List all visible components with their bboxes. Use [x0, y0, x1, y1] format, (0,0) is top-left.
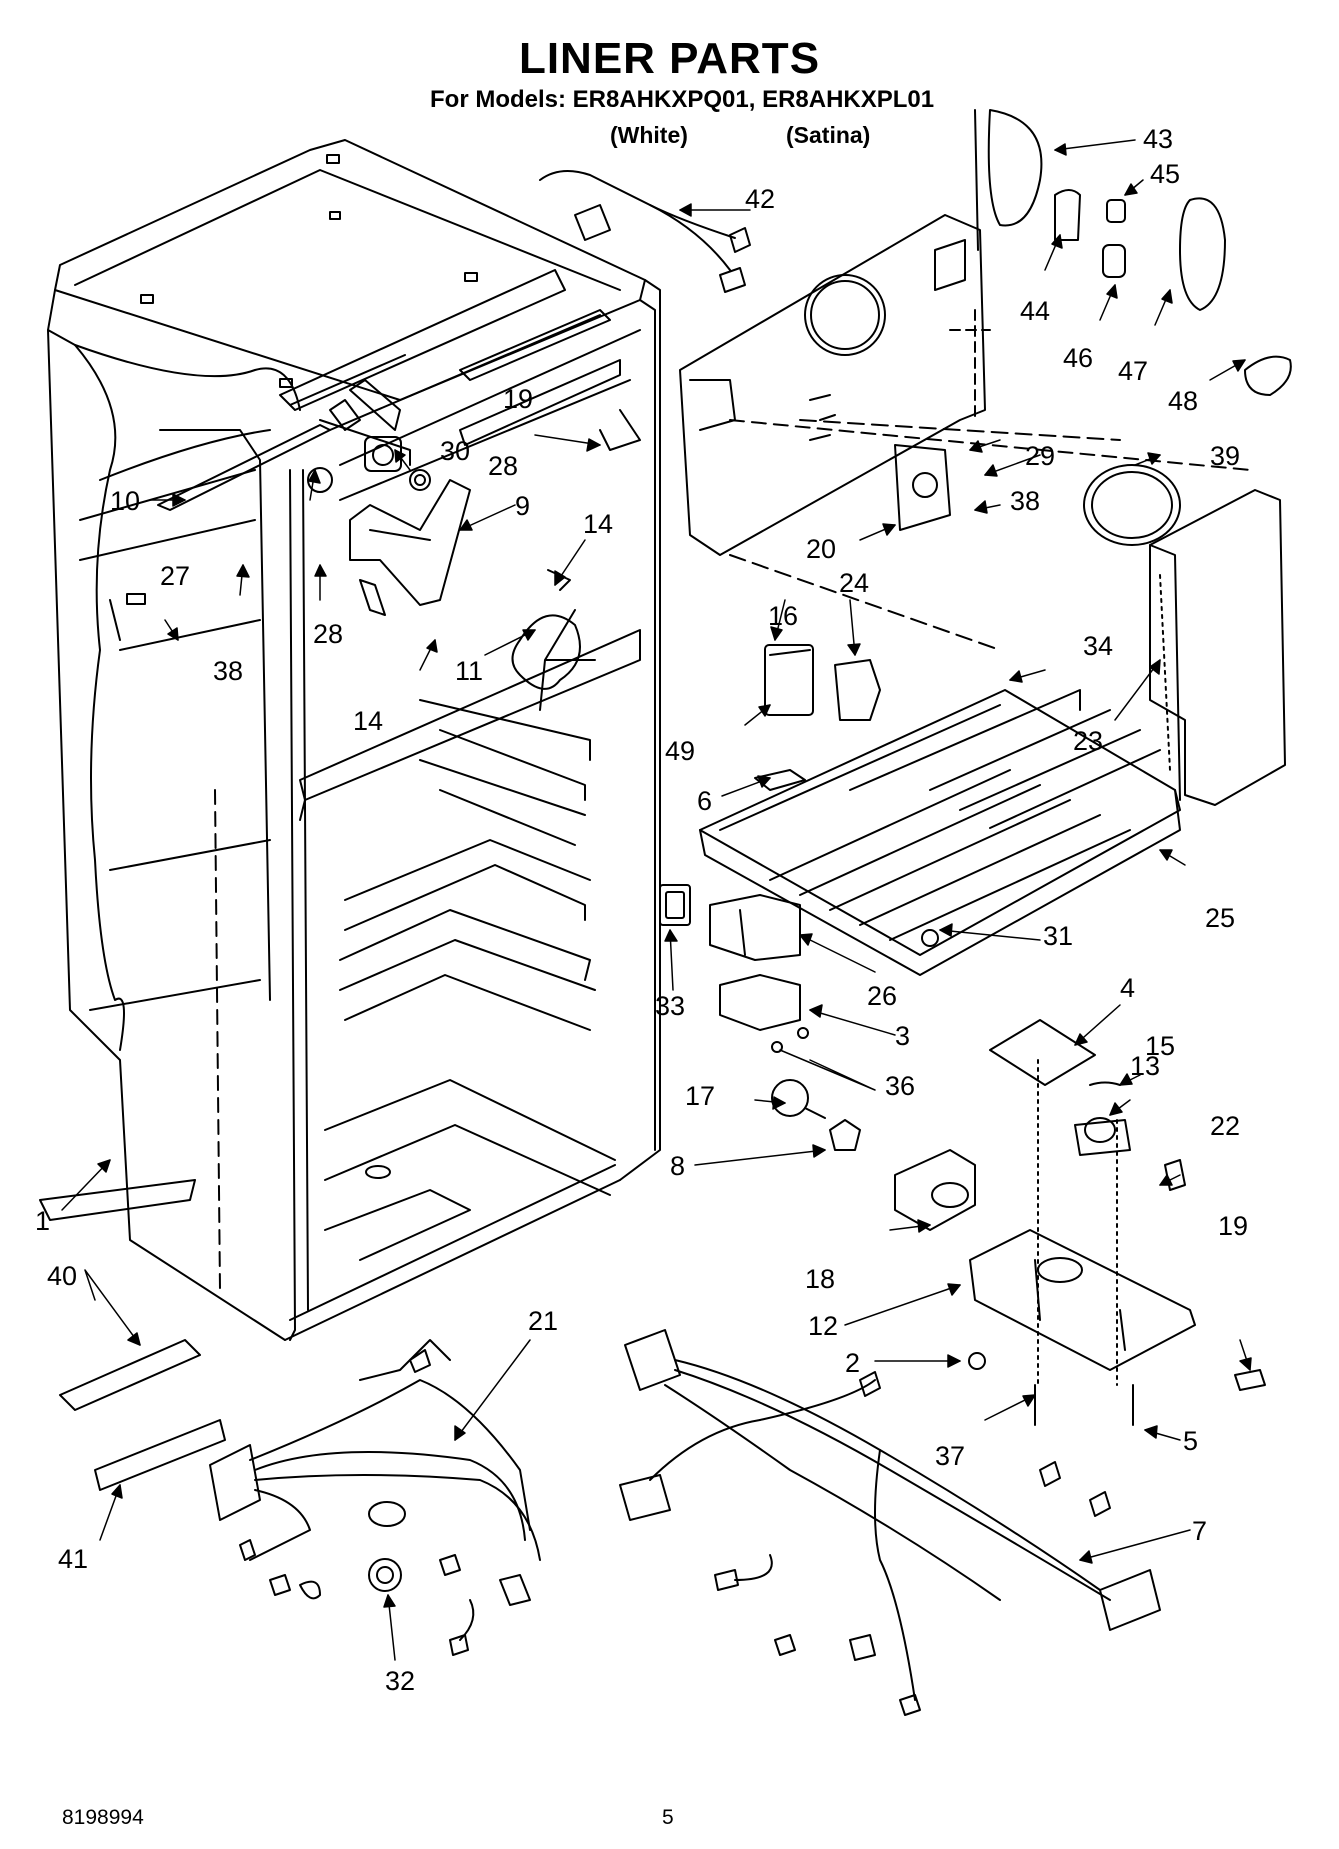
callout-13: 13 [1130, 1051, 1160, 1081]
callout-14a: 14 [583, 509, 613, 539]
callout-34: 34 [1083, 631, 1113, 661]
callout-49: 49 [665, 736, 695, 766]
refrigerator-liner [39, 139, 661, 1341]
callout-30: 30 [440, 436, 470, 466]
callout-2: 2 [845, 1348, 860, 1378]
callout-38a: 38 [1010, 486, 1040, 516]
air-duct-23 [729, 309, 1286, 806]
callout-19a: 19 [503, 384, 533, 414]
callout-15: 15 [1145, 1031, 1175, 1061]
callout-7: 7 [1192, 1516, 1207, 1546]
callout-28b: 28 [313, 619, 343, 649]
callout-20: 20 [806, 534, 836, 564]
callout-27: 27 [160, 561, 190, 591]
trim-40-41 [59, 1339, 226, 1491]
callout-40: 40 [47, 1261, 77, 1291]
models-line: For Models: ER8AHKXPQ01, ER8AHKXPL01 [430, 86, 935, 113]
callout-47: 47 [1118, 356, 1148, 386]
bulb-32 [368, 1558, 402, 1592]
evaporator-cover [679, 214, 991, 556]
light-housing-parts [974, 109, 1292, 396]
callout-45: 45 [1150, 159, 1180, 189]
callout-39: 39 [1210, 441, 1240, 471]
variant-white-label: (White) [610, 122, 688, 148]
callout-8: 8 [670, 1151, 685, 1181]
callout-17: 17 [685, 1081, 715, 1111]
callout-3: 3 [895, 1021, 910, 1051]
callout-11: 11 [455, 656, 483, 686]
page-title: LINER PARTS [518, 34, 821, 83]
variant-satina-label: (Satina) [786, 122, 871, 148]
callout-4: 4 [1120, 973, 1135, 1003]
harness-21 [209, 1339, 541, 1656]
callout-31: 31 [1043, 921, 1073, 951]
callout-43: 43 [1143, 124, 1173, 154]
callout-9: 9 [515, 491, 530, 521]
callout-18: 18 [805, 1264, 835, 1294]
control-housing-lower [659, 644, 1266, 1426]
shelf-tray-25 [699, 689, 1181, 976]
callout-46: 46 [1063, 343, 1093, 373]
callout-48: 48 [1168, 386, 1198, 416]
callout-41: 41 [58, 1544, 88, 1574]
fan-motor-assembly [307, 379, 641, 711]
callout-19b: 19 [1218, 1211, 1248, 1241]
callout-42: 42 [745, 184, 775, 214]
callout-26: 26 [867, 981, 897, 1011]
callout-38b: 38 [213, 656, 243, 686]
callout-6: 6 [697, 786, 712, 816]
callout-14b: 14 [353, 706, 383, 736]
harness-7 [619, 1329, 1161, 1716]
callout-29: 29 [1025, 441, 1055, 471]
callout-28a: 28 [488, 451, 518, 481]
callout-labels: 1 2 3 4 5 6 7 8 9 10 11 12 13 14 14 15 1… [35, 124, 1248, 1696]
callout-1: 1 [35, 1206, 50, 1236]
callout-23: 23 [1073, 726, 1103, 756]
callout-32: 32 [385, 1666, 415, 1696]
callout-12: 12 [808, 1311, 838, 1341]
harness-42 [539, 170, 751, 293]
callout-33: 33 [655, 991, 685, 1021]
callout-5: 5 [1183, 1426, 1198, 1456]
page-number: 5 [662, 1806, 674, 1829]
callout-25: 25 [1205, 903, 1235, 933]
callout-16: 16 [768, 601, 798, 631]
callout-21: 21 [528, 1306, 558, 1336]
callout-22: 22 [1210, 1111, 1240, 1141]
callout-10: 10 [110, 486, 140, 516]
callout-24: 24 [839, 568, 869, 598]
callout-37: 37 [935, 1441, 965, 1471]
doc-number: 8198994 [62, 1806, 144, 1829]
leader-arrows [61, 139, 1252, 1661]
callout-36: 36 [885, 1071, 915, 1101]
callout-44: 44 [1020, 296, 1050, 326]
